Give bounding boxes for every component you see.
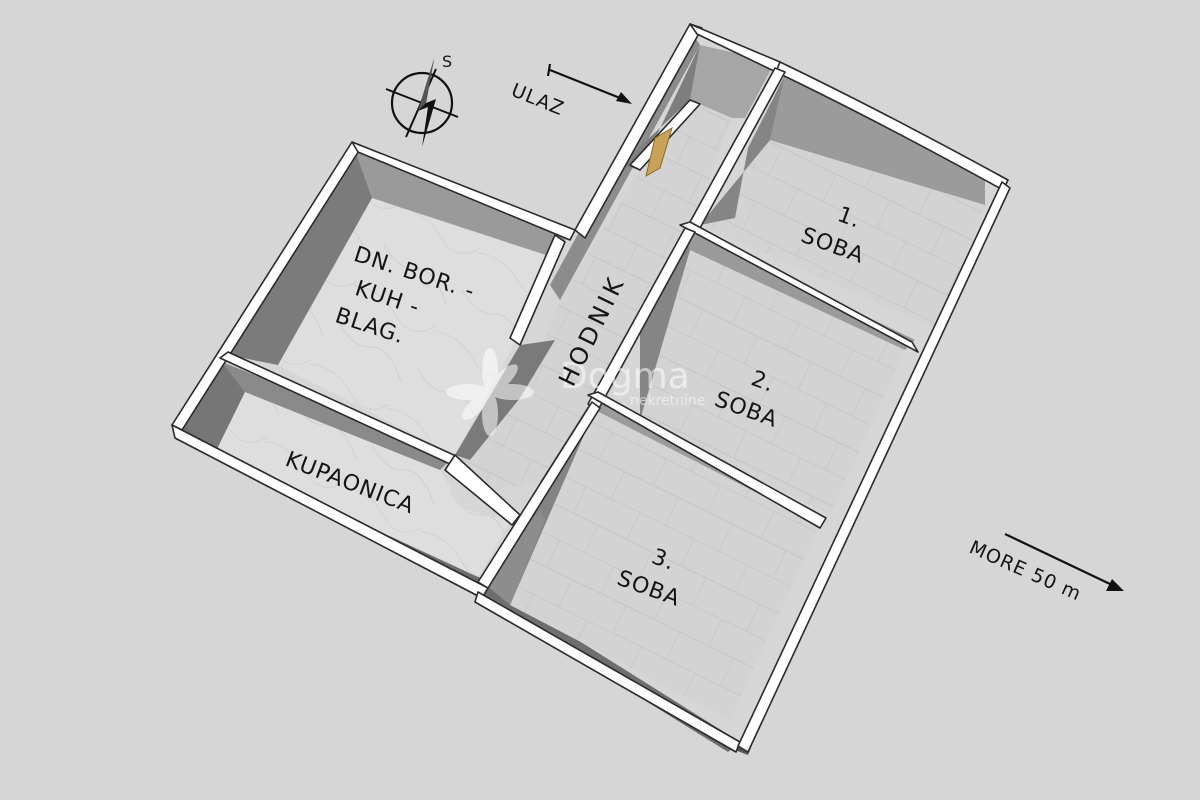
watermark: Dogma nekretnine (446, 348, 705, 436)
room1-floor (700, 140, 985, 330)
sea-annotation: MORE 50 m (966, 533, 1124, 606)
room2-floor (640, 250, 905, 515)
compass-needle-icon (418, 59, 436, 147)
arrow-right-icon (616, 92, 632, 104)
wall-tops (171, 23, 1011, 753)
watermark-sub: nekretnine (630, 393, 705, 409)
entrance-annotation: ULAZ (508, 63, 632, 120)
watermark-brand: Dogma (560, 356, 690, 397)
entrance-door (645, 126, 673, 178)
compass: S (385, 52, 459, 147)
compass-north-letter: S (442, 52, 453, 71)
bathroom-floor (214, 392, 510, 577)
room3-floor (510, 410, 820, 720)
compass-ring (390, 71, 454, 135)
watermark-flower-icon (446, 348, 534, 436)
arrow-right-icon-2 (1106, 579, 1124, 591)
sea-label: MORE 50 m (966, 536, 1085, 605)
hallway-floor (445, 100, 732, 495)
entrance-label: ULAZ (508, 79, 567, 120)
